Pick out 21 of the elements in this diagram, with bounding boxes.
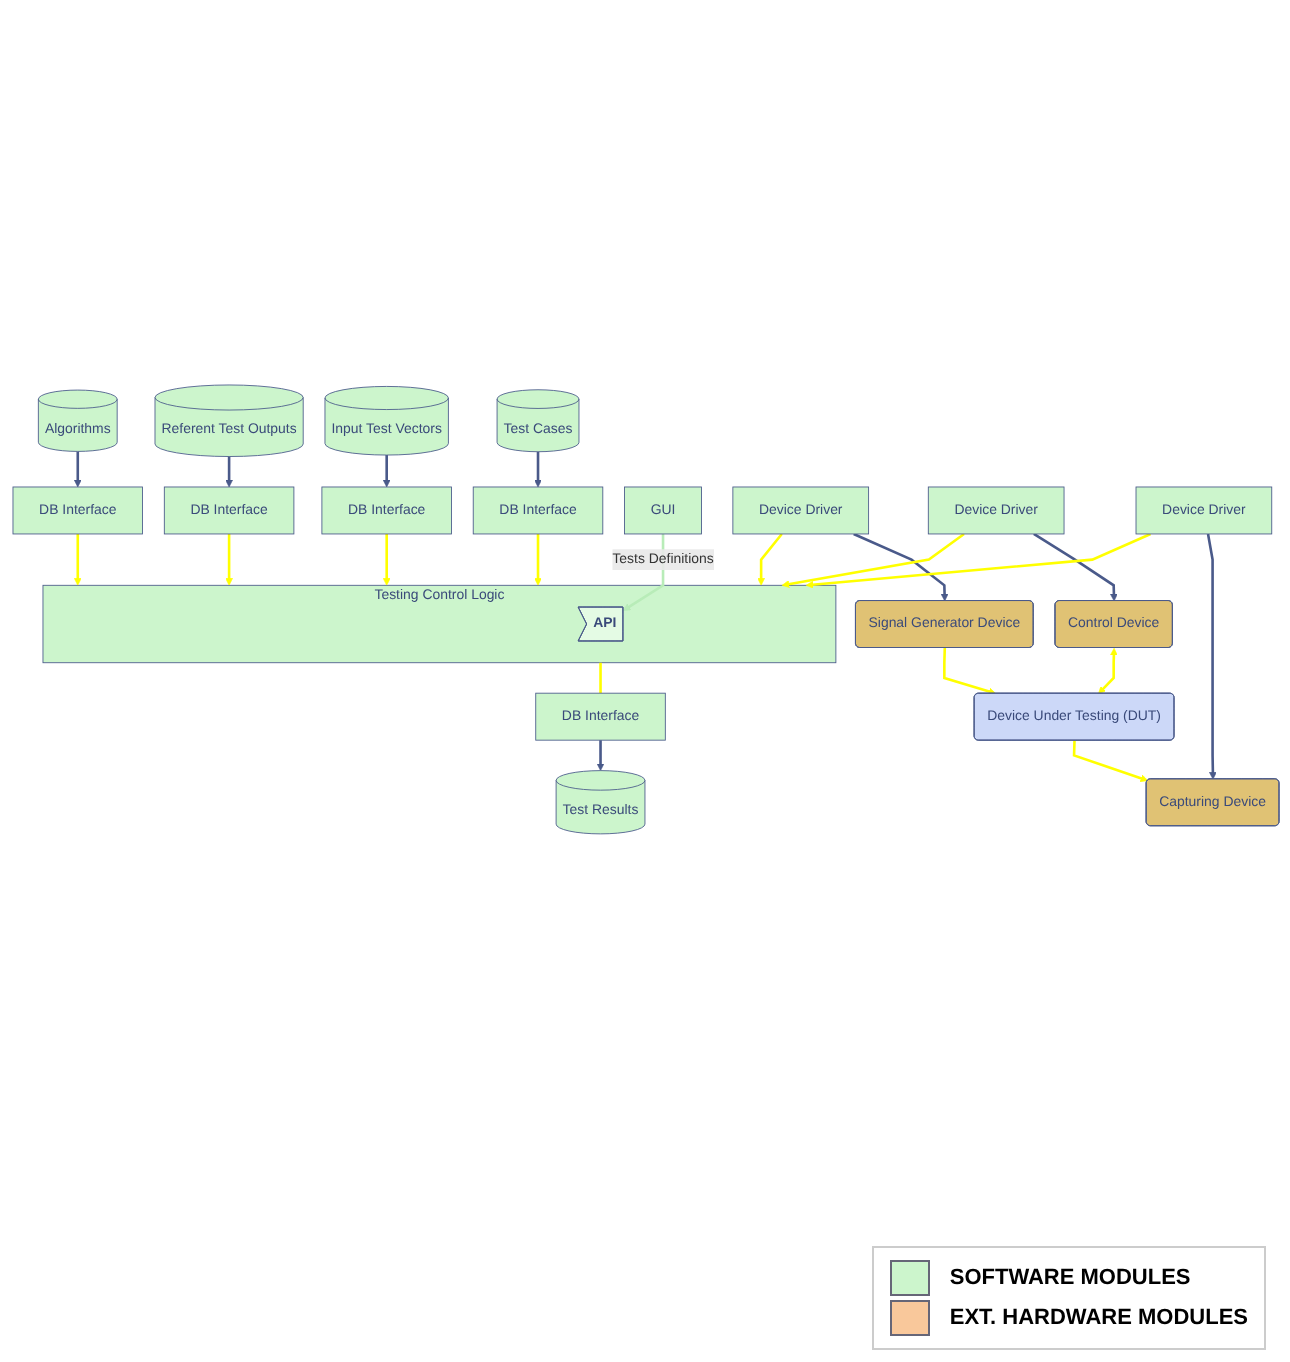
arrow	[1097, 648, 1117, 695]
arrow	[381, 534, 390, 587]
legend-label: SOFTWARE MODULES	[949, 1266, 1191, 1290]
arrow	[533, 534, 541, 587]
arrow	[804, 533, 1151, 590]
arrow	[852, 533, 948, 602]
arrow	[381, 455, 390, 488]
arrow	[72, 534, 81, 587]
arrow	[595, 740, 604, 772]
arrow	[224, 534, 232, 587]
arrow	[780, 533, 964, 589]
arrow	[1071, 741, 1148, 783]
arrow	[1032, 533, 1117, 602]
legend-label: EXT. HARDWARE MODULES	[949, 1306, 1248, 1330]
arrow	[756, 533, 782, 587]
arrow	[533, 452, 541, 488]
arrow	[942, 648, 996, 696]
arrow	[72, 452, 81, 488]
connector	[598, 663, 601, 694]
arrow	[224, 457, 232, 488]
arrow	[1205, 534, 1216, 781]
